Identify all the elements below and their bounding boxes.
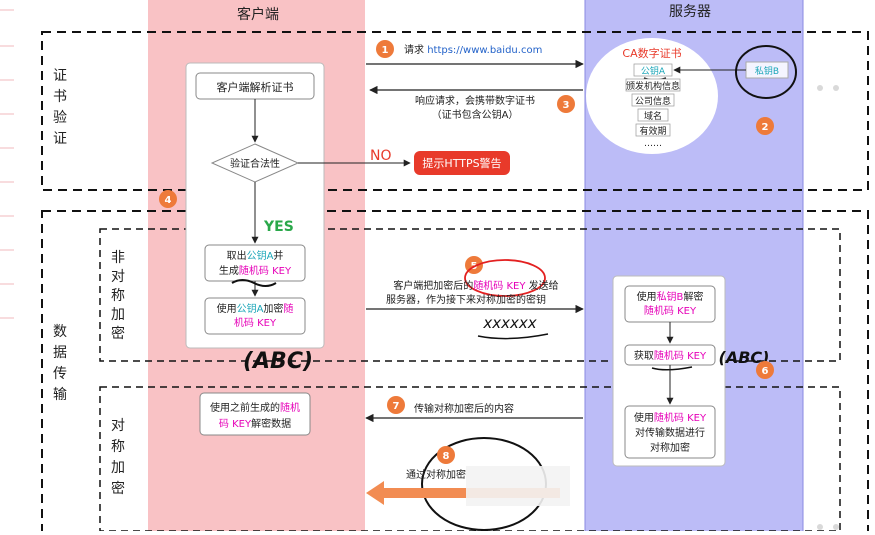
ca-domain-text: 域名 bbox=[644, 110, 662, 122]
svg-text:称: 称 bbox=[111, 288, 125, 304]
svg-text:6: 6 bbox=[762, 366, 769, 377]
request-text: 请求 https://www.baidu.com bbox=[404, 43, 542, 56]
take-key-line2: 生成随机码 KEY bbox=[219, 264, 292, 277]
data-transfer-frame bbox=[41, 210, 869, 535]
svg-text:1: 1 bbox=[382, 45, 389, 56]
ca-pubkey-box bbox=[633, 63, 673, 77]
svg-text:3: 3 bbox=[563, 100, 570, 111]
asymmetric-frame bbox=[99, 228, 841, 362]
svg-text:非: 非 bbox=[111, 250, 125, 266]
encrypt-key-box bbox=[204, 297, 306, 335]
blurred-overlay bbox=[466, 466, 570, 506]
no-label: NO bbox=[370, 148, 392, 164]
page-margin-marks bbox=[0, 9, 14, 319]
symmetric-content-text: 传输对称加密后的内容 bbox=[414, 402, 514, 415]
ca-validity-text: 有效期 bbox=[639, 125, 666, 137]
svg-text:密: 密 bbox=[111, 480, 125, 497]
ca-issuer-text: 颁发机构信息 bbox=[626, 80, 680, 92]
handwritten-scribble: xxxxxx bbox=[482, 314, 536, 332]
svg-text:加: 加 bbox=[111, 460, 125, 476]
svg-text:2: 2 bbox=[762, 122, 769, 133]
handwritten-circle-5 bbox=[464, 259, 546, 297]
server-decrypt-line1: 使用私钥B解密 bbox=[637, 290, 704, 303]
send-key-line2: 服务器，作为接下来对称加密的密钥 bbox=[386, 293, 546, 306]
privkey-text: 私钥B bbox=[755, 65, 779, 77]
svg-text:对: 对 bbox=[111, 418, 125, 434]
step-8-text: 通过对称加密 bbox=[406, 468, 466, 481]
step-6-badge: 6 bbox=[756, 361, 774, 379]
cert-verify-frame bbox=[41, 31, 869, 191]
svg-text:证: 证 bbox=[53, 131, 67, 147]
svg-text:7: 7 bbox=[393, 401, 400, 412]
svg-text:输: 输 bbox=[53, 387, 67, 403]
svg-text:验: 验 bbox=[53, 110, 67, 126]
ca-issuer-box bbox=[625, 78, 681, 92]
server-sym-line1: 使用随机码 KEY bbox=[634, 411, 707, 424]
svg-text:4: 4 bbox=[165, 195, 172, 206]
svg-text:称: 称 bbox=[111, 439, 125, 455]
handwritten-squiggle-left bbox=[231, 279, 277, 287]
ca-validity-box bbox=[635, 123, 671, 137]
step-8-badge: 8 bbox=[437, 446, 455, 464]
yes-label: YES bbox=[263, 219, 294, 235]
ca-company-box bbox=[631, 93, 675, 107]
asymmetric-label: 非 对 称 加 密 bbox=[111, 250, 125, 342]
svg-text:对: 对 bbox=[111, 269, 125, 285]
data-transfer-label: 数 据 传 输 bbox=[53, 324, 67, 403]
handwritten-circle-privkey bbox=[735, 45, 797, 99]
https-warning-text: 提示HTTPS警告 bbox=[422, 156, 501, 170]
validate-text: 验证合法性 bbox=[230, 157, 280, 170]
parse-cert-text: 客户端解析证书 bbox=[217, 80, 294, 94]
cert-verify-label: 证 书 验 证 bbox=[53, 68, 67, 147]
server-header: 服务器 bbox=[669, 4, 711, 20]
step-8-arrow bbox=[366, 481, 560, 505]
svg-text:书: 书 bbox=[53, 89, 67, 105]
server-decrypt-line2: 随机码 KEY bbox=[644, 304, 697, 317]
step-1-badge: 1 bbox=[376, 40, 394, 58]
svg-text:传: 传 bbox=[53, 366, 67, 382]
take-key-line1: 取出公钥A并 bbox=[227, 249, 284, 262]
server-sym-line3: 对称加密 bbox=[650, 441, 690, 454]
svg-text:8: 8 bbox=[443, 451, 450, 462]
svg-text:数: 数 bbox=[53, 324, 67, 340]
server-sym-line2: 对传输数据进行 bbox=[635, 426, 705, 439]
svg-text:据: 据 bbox=[53, 345, 67, 361]
encrypt-key-line2: 机码 KEY bbox=[234, 316, 277, 329]
ca-cert-title: CA数字证书 bbox=[622, 46, 681, 60]
ca-pubkey-text: 公钥A bbox=[641, 65, 666, 77]
ca-ellipsis: …… bbox=[644, 139, 662, 149]
right-edge-marks bbox=[817, 85, 839, 530]
step-3-badge: 3 bbox=[557, 95, 575, 113]
symmetric-label: 对 称 加 密 bbox=[111, 418, 125, 497]
step-2-badge: 2 bbox=[756, 117, 774, 135]
encrypt-key-line1: 使用公钥A加密随 bbox=[217, 302, 294, 315]
ca-domain-box bbox=[637, 108, 669, 122]
svg-text:密: 密 bbox=[111, 325, 125, 342]
svg-text:证: 证 bbox=[53, 68, 67, 84]
ca-company-text: 公司信息 bbox=[635, 95, 671, 107]
step-4-badge: 4 bbox=[159, 190, 177, 208]
handwritten-abc-right: (ABC) bbox=[719, 348, 770, 367]
send-key-line1: 客户端把加密后的随机码 KEY 发送给 bbox=[393, 279, 558, 292]
svg-text:加: 加 bbox=[111, 307, 125, 323]
step-7-badge: 7 bbox=[387, 396, 405, 414]
get-key-text: 获取随机码 KEY bbox=[634, 349, 707, 362]
response-line2: （证书包含公钥A） bbox=[432, 108, 519, 121]
handwritten-abc-left: (ABC) bbox=[243, 349, 313, 374]
https-warning-box bbox=[414, 151, 510, 175]
server-sym-box bbox=[624, 405, 716, 459]
client-decrypt-line1: 使用之前生成的随机 bbox=[210, 401, 300, 414]
client-decrypt-line2: 码 KEY解密数据 bbox=[219, 417, 291, 430]
response-line1: 响应请求，会携带数字证书 bbox=[415, 94, 535, 107]
client-header: 客户端 bbox=[237, 6, 279, 23]
client-decrypt-box bbox=[199, 392, 311, 436]
